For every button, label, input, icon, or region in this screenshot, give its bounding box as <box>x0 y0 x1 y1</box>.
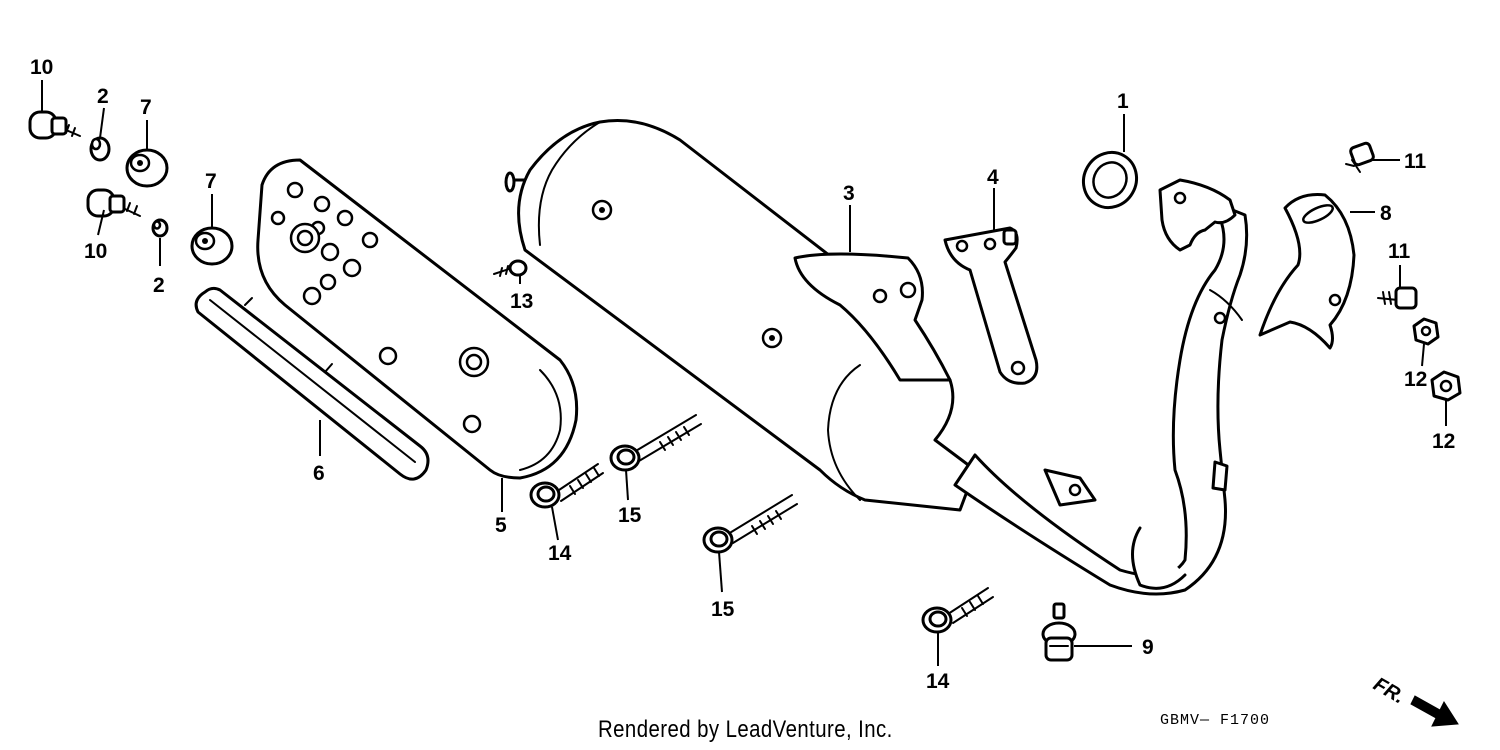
part-10-cap-bolt-top[interactable] <box>28 110 81 140</box>
callout-6: 6 <box>313 462 325 485</box>
exhaust-pipe[interactable] <box>953 178 1249 596</box>
part-10-cap-bolt-bottom[interactable] <box>86 188 141 218</box>
part-14-bolt-upper[interactable] <box>529 463 604 509</box>
part-12-nut-bottom[interactable] <box>1430 370 1462 402</box>
part-4-bracket[interactable] <box>943 226 1039 385</box>
part-2-collar-top[interactable] <box>89 136 111 162</box>
part-2-collar-bottom[interactable] <box>151 218 169 238</box>
callout-15-upper: 15 <box>618 504 642 527</box>
leader-lines <box>41 80 1447 666</box>
part-12-nut-top[interactable] <box>1412 317 1440 346</box>
callout-1: 1 <box>1117 90 1129 113</box>
part-7-grommet-bottom[interactable] <box>190 226 234 266</box>
callout-11-bottom: 11 <box>1388 240 1411 263</box>
front-direction-label: FR. <box>1370 673 1409 708</box>
part-15-bolt-upper[interactable] <box>609 414 702 472</box>
callout-15-lower: 15 <box>711 598 735 621</box>
callout-14-upper: 14 <box>548 542 572 565</box>
callout-3: 3 <box>843 182 855 205</box>
part-14-bolt-lower[interactable] <box>921 587 994 634</box>
callout-13: 13 <box>510 290 533 313</box>
callout-10-bottom: 10 <box>84 240 107 263</box>
callout-5: 5 <box>495 514 507 537</box>
callout-2-bottom: 2 <box>153 274 165 297</box>
callout-4: 4 <box>987 166 999 189</box>
render-credit: Rendered by LeadVenture, Inc. <box>598 716 893 743</box>
callout-11-top: 11 <box>1404 150 1427 173</box>
part-6-protector[interactable] <box>194 286 430 481</box>
callout-9: 9 <box>1142 636 1154 659</box>
callout-12-top: 12 <box>1404 368 1427 391</box>
part-13-screw[interactable] <box>493 259 528 277</box>
callout-7-bottom: 7 <box>205 170 217 193</box>
front-direction-indicator: FR. <box>1370 673 1459 727</box>
callout-labels: 10 10 2 2 7 7 13 6 5 14 15 15 14 9 3 4 1… <box>30 56 1455 693</box>
part-9-sensor[interactable] <box>1041 602 1077 662</box>
part-1-gasket[interactable] <box>1073 143 1146 217</box>
part-8-exhaust-protector[interactable] <box>1258 193 1356 350</box>
diagram-code: GBMV— F1700 <box>1160 712 1271 729</box>
callout-14-lower: 14 <box>926 670 950 693</box>
front-direction-arrow-icon <box>1410 695 1459 727</box>
part-7-grommet-top[interactable] <box>125 148 169 188</box>
part-3-muffler[interactable] <box>504 118 1097 512</box>
callout-2-top: 2 <box>97 85 109 108</box>
part-11-bolt-bottom[interactable] <box>1377 286 1418 310</box>
callout-10-top: 10 <box>30 56 53 79</box>
part-15-bolt-lower[interactable] <box>702 494 798 554</box>
callout-12-bottom: 12 <box>1432 430 1455 453</box>
part-11-bolt-top[interactable] <box>1345 141 1375 173</box>
callout-8: 8 <box>1380 202 1392 225</box>
callout-7-top: 7 <box>140 96 152 119</box>
part-5-heat-shield[interactable] <box>256 158 579 480</box>
